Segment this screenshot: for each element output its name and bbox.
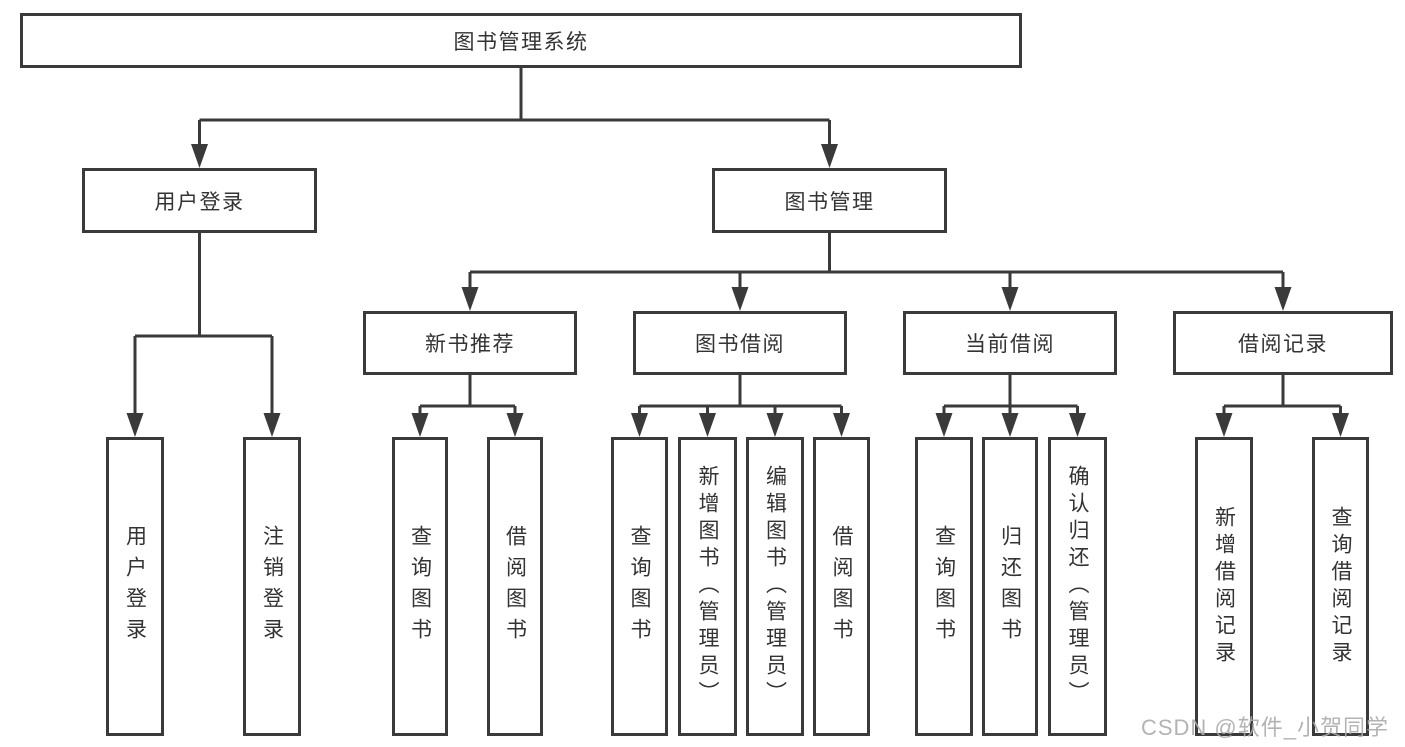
node-current-borrowing: 当前借阅 [903,311,1117,375]
node-query-books-recommend: 查询图书 [392,437,448,736]
node-new-book-recommend: 新书推荐 [363,311,577,375]
node-book-borrowing: 图书借阅 [633,311,847,375]
node-add-borrow-record: 新增借阅记录 [1195,437,1253,736]
node-borrowing-records: 借阅记录 [1173,311,1393,375]
node-user-login-action: 用户登录 [106,437,164,736]
node-query-books-current: 查询图书 [915,437,973,736]
node-library-management-system: 图书管理系统 [20,13,1022,68]
node-return-books: 归还图书 [982,437,1038,736]
node-book-management-module: 图书管理 [712,168,947,233]
node-logout-action: 注销登录 [243,437,301,736]
arrowhead-icons [126,144,1349,437]
csdn-watermark: CSDN @软件_小贺同学 [1140,715,1389,740]
node-borrow-books-recommend: 借阅图书 [487,437,543,736]
node-add-books-admin: 新增图书（管理员） [678,437,737,736]
node-query-books-borrow: 查询图书 [611,437,668,736]
node-edit-books-admin: 编辑图书（管理员） [746,437,804,736]
node-query-borrow-record: 查询借阅记录 [1312,437,1369,736]
node-confirm-return-admin: 确认归还（管理员） [1048,437,1107,736]
node-borrow-books-action: 借阅图书 [813,437,870,736]
node-user-login-module: 用户登录 [82,168,317,233]
